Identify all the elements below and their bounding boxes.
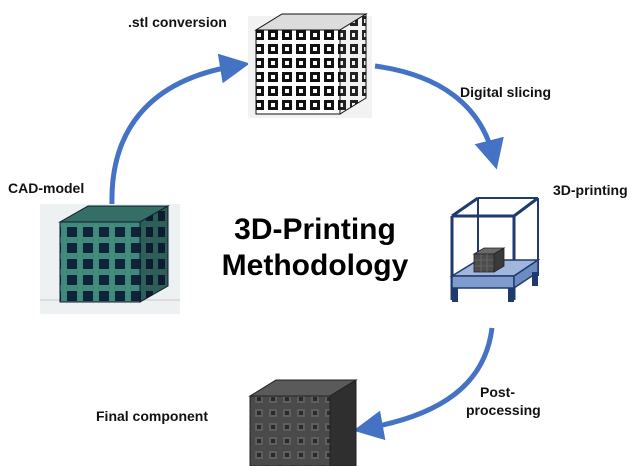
printer-icon (449, 196, 541, 302)
label-post-processing-line1: Post- (480, 384, 515, 400)
arrow-stl-to-slicing (374, 63, 504, 170)
final-component-cube-icon (248, 379, 358, 466)
arrow-cad-to-stl (109, 53, 250, 206)
title-line-2: Methodology (221, 249, 409, 282)
arrow-printing-to-final (353, 327, 495, 441)
title-line-1: 3D-Printing (234, 213, 396, 246)
label-stl-conversion: .stl conversion (128, 14, 227, 30)
cad-cube-icon (40, 204, 180, 314)
label-cad-model: CAD-model (8, 180, 85, 196)
diagram-title: 3D-Printing Methodology (200, 212, 430, 284)
stl-cube-icon (248, 13, 372, 118)
label-post-processing-line2: processing (466, 402, 541, 418)
label-final-component: Final component (96, 408, 208, 424)
label-digital-slicing: Digital slicing (460, 84, 552, 100)
label-3d-printing: 3D-printing (553, 182, 628, 198)
